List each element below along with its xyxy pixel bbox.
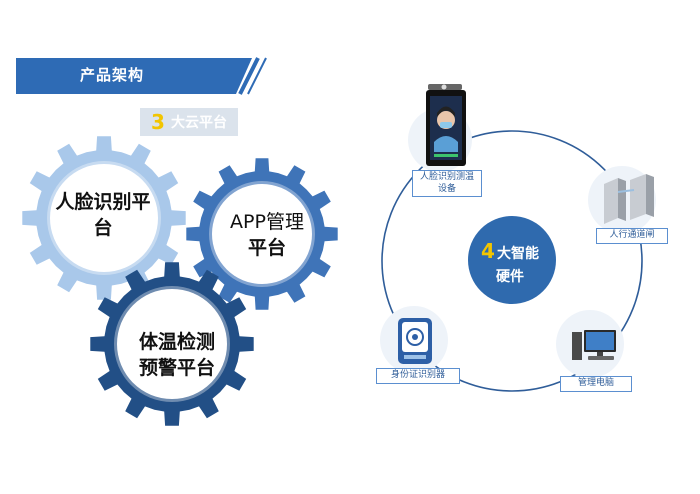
- id-card-reader-icon: [398, 318, 432, 364]
- hardware-center-circle: [468, 216, 556, 304]
- cloud-platform-label: 大云平台: [170, 115, 227, 131]
- hardware-count: 4: [481, 239, 495, 263]
- device-face-label-line2: 设备: [437, 183, 456, 194]
- platform-temperature-label: 体温检测 预警平台: [122, 330, 232, 381]
- device-face-label-line1: 人脸识别测温: [419, 172, 474, 182]
- platform-temp-line1: 体温检测: [138, 331, 215, 353]
- gear-temperature-shape-center: [117, 289, 227, 399]
- device-face-label: 人脸识别测温 设备: [412, 170, 482, 198]
- cloud-platform-count: 3: [151, 110, 165, 134]
- device-gate-label-text: 人行通道闸: [609, 230, 655, 240]
- face-thermometer-terminal-icon: [426, 84, 466, 166]
- gear-app-shape-center: [212, 184, 312, 284]
- gear-face-recognition-shape-center: [50, 164, 158, 272]
- platform-face-line2: 台: [93, 216, 113, 239]
- platform-face-recognition-label: 人脸识别平 台: [48, 190, 158, 241]
- desktop-computer-icon: [572, 330, 616, 360]
- platform-app-line1: APP管理: [230, 211, 304, 233]
- title-banner: [16, 57, 267, 95]
- device-pc-label: 管理电脑: [560, 376, 632, 392]
- platform-temp-line2: 预警平台: [138, 356, 215, 379]
- cloud-platform-tag: 3 大云平台: [140, 108, 238, 136]
- platform-app-label: APP管理 平台: [212, 210, 322, 261]
- device-pc-label-text: 管理电脑: [577, 378, 614, 388]
- device-id-label-text: 身份证识别器: [390, 370, 445, 380]
- device-gate-label: 人行通道闸: [596, 228, 668, 244]
- platform-app-line2: 平台: [247, 236, 286, 259]
- hardware-line2: 硬件: [496, 269, 524, 285]
- hardware-line1: 大智能: [496, 246, 539, 262]
- platform-face-line1: 人脸识别平: [55, 191, 151, 213]
- device-id-label: 身份证识别器: [376, 368, 460, 384]
- page-title: 产品架构: [80, 66, 145, 84]
- turnstile-gate-icon: [604, 174, 654, 224]
